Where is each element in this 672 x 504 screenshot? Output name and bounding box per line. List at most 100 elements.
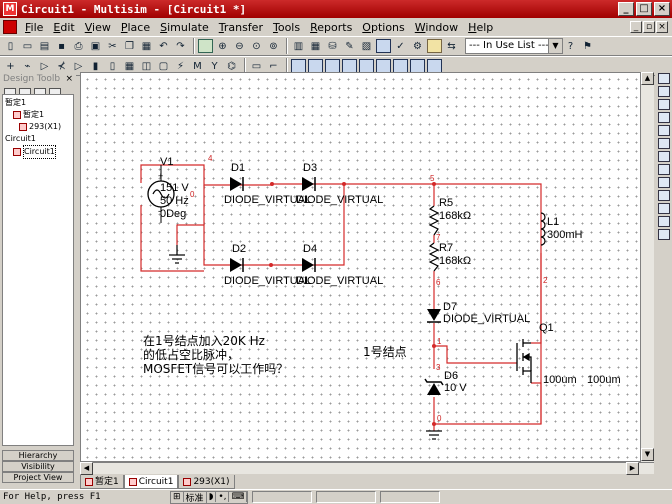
place-ttl-icon[interactable]: ▮	[92, 60, 99, 72]
chevron-down-icon[interactable]: ▼	[548, 39, 562, 53]
place-misc-icon[interactable]: M	[193, 60, 202, 72]
menu-place[interactable]: Place	[120, 20, 151, 34]
tab-document[interactable]: 293(X1)	[178, 475, 235, 489]
menu-tools[interactable]: Tools	[272, 20, 301, 34]
instrument-icon[interactable]	[657, 151, 670, 162]
instrument-icon[interactable]	[657, 112, 670, 123]
four-channel-scope-icon[interactable]	[359, 59, 374, 73]
save-icon[interactable]: ▪	[58, 40, 65, 52]
instrument-icon[interactable]	[657, 73, 670, 84]
instrument-icon[interactable]	[657, 164, 670, 175]
mdi-close-button[interactable]: ×	[656, 21, 668, 33]
place-analog-icon[interactable]: ▷	[74, 60, 83, 72]
grapher-icon[interactable]	[376, 39, 391, 53]
fullscreen-icon[interactable]	[198, 39, 213, 53]
tab-document[interactable]: 暂定1	[80, 475, 124, 489]
place-cmos-icon[interactable]: ▯	[109, 60, 116, 72]
open-icon[interactable]: ▭	[22, 40, 33, 52]
transfer-ultiboard-icon[interactable]	[427, 39, 442, 53]
tree-item[interactable]: 293(X1)	[5, 121, 71, 133]
zoom-in-icon[interactable]: ⊕	[218, 40, 227, 52]
place-rf-icon[interactable]: Y	[211, 60, 218, 72]
scroll-right-icon[interactable]: ▶	[626, 462, 639, 475]
scroll-down-icon[interactable]: ▼	[641, 448, 654, 461]
horizontal-scrollbar[interactable]: ◀ ▶	[80, 462, 654, 475]
ime-keyboard-icon[interactable]: ⌨	[229, 492, 248, 502]
zoom-out-icon[interactable]: ⊖	[235, 40, 244, 52]
ground-symbol[interactable]	[426, 430, 442, 440]
postprocessor-icon[interactable]: ▧	[361, 40, 372, 52]
diode-d1-symbol[interactable]	[230, 177, 244, 191]
redo-icon[interactable]: ↷	[176, 40, 185, 52]
backannotate-icon[interactable]: ⇆	[447, 40, 456, 52]
menu-edit[interactable]: Edit	[53, 20, 75, 34]
instrument-icon[interactable]	[657, 203, 670, 214]
ime-moon-icon[interactable]: ◗	[207, 492, 217, 502]
ime-mode[interactable]: 标准	[184, 490, 207, 504]
database-icon[interactable]: ⛁	[328, 40, 337, 52]
place-hierarchical-icon[interactable]: ▭	[251, 60, 262, 72]
scroll-up-icon[interactable]: ▲	[641, 72, 654, 85]
maximize-button[interactable]: □	[636, 2, 652, 16]
instrument-icon[interactable]	[657, 177, 670, 188]
resistor-r7-symbol[interactable]	[428, 242, 440, 272]
electrical-rules-icon[interactable]: ⚙	[413, 40, 422, 52]
scroll-left-icon[interactable]: ◀	[80, 462, 93, 475]
oscilloscope-icon[interactable]	[342, 59, 357, 73]
instrument-icon[interactable]	[657, 229, 670, 240]
menu-window[interactable]: Window	[414, 20, 459, 34]
tree-item[interactable]: 暂定1	[5, 98, 27, 107]
ime-icon[interactable]: ⊞	[171, 492, 184, 502]
tab-project-view[interactable]: Project View	[2, 472, 74, 483]
menu-options[interactable]: Options	[362, 20, 405, 34]
erc-icon[interactable]: ✓	[396, 40, 405, 52]
wattmeter-icon[interactable]	[325, 59, 340, 73]
place-transistor-icon[interactable]: ⊀	[57, 60, 66, 72]
vertical-scrollbar[interactable]: ▲ ▼	[640, 72, 654, 462]
help-icon[interactable]: ?	[567, 40, 574, 52]
menu-reports[interactable]: Reports	[310, 20, 353, 34]
word-generator-icon[interactable]	[410, 59, 425, 73]
education-icon[interactable]: ⚑	[583, 40, 592, 52]
ac-source-symbol[interactable]: + -	[147, 165, 175, 223]
mdi-minimize-button[interactable]: _	[630, 21, 642, 33]
tree-item[interactable]: Circuit1	[5, 145, 71, 159]
print-icon[interactable]: ⎙	[74, 40, 83, 52]
in-use-list-dropdown[interactable]: --- In Use List --- ▼	[465, 38, 563, 54]
schematic-canvas[interactable]: + - V1 151 V 50 Hz 0Deg D1 DIODE_VIRTUAL…	[80, 72, 654, 462]
menu-file[interactable]: File	[25, 20, 44, 34]
mosfet-q1-symbol[interactable]	[516, 339, 532, 383]
paste-icon[interactable]: ▦	[141, 40, 152, 52]
open-sample-icon[interactable]: ▤	[39, 40, 50, 52]
frequency-counter-icon[interactable]	[393, 59, 408, 73]
diode-d4-symbol[interactable]	[302, 258, 316, 272]
resistor-r5-symbol[interactable]	[428, 205, 440, 236]
close-icon[interactable]: ×	[65, 73, 73, 84]
ground-symbol[interactable]	[169, 245, 185, 264]
place-mixed-icon[interactable]: ◫	[141, 60, 152, 72]
menu-help[interactable]: Help	[468, 20, 494, 34]
instrument-icon[interactable]	[657, 190, 670, 201]
menu-simulate[interactable]: Simulate	[160, 20, 209, 34]
new-icon[interactable]: ▯	[7, 40, 14, 52]
copy-icon[interactable]: ❐	[125, 40, 134, 52]
instrument-icon[interactable]	[657, 138, 670, 149]
zoom-area-icon[interactable]: ⊙	[252, 40, 261, 52]
tab-visibility[interactable]: Visibility	[2, 461, 74, 472]
menu-view[interactable]: View	[84, 20, 111, 34]
diode-d2-symbol[interactable]	[230, 258, 244, 272]
inductor-l1-symbol[interactable]	[540, 212, 546, 246]
zener-d6-symbol[interactable]	[424, 378, 444, 395]
menu-transfer[interactable]: Transfer	[218, 20, 263, 34]
spreadsheet-icon[interactable]: ▦	[310, 40, 321, 52]
tree-item[interactable]: 暂定1	[5, 109, 71, 121]
place-electromech-icon[interactable]: ⌬	[227, 60, 236, 72]
close-button[interactable]: ×	[654, 2, 670, 16]
undo-icon[interactable]: ↶	[159, 40, 168, 52]
design-toolbox-icon[interactable]: ▥	[293, 40, 304, 52]
place-source-icon[interactable]: +	[6, 60, 15, 72]
print-preview-icon[interactable]: ▣	[90, 40, 101, 52]
component-wizard-icon[interactable]: ✎	[345, 40, 354, 52]
document-icon[interactable]	[3, 20, 17, 34]
place-basic-icon[interactable]: ⌁	[24, 60, 31, 72]
